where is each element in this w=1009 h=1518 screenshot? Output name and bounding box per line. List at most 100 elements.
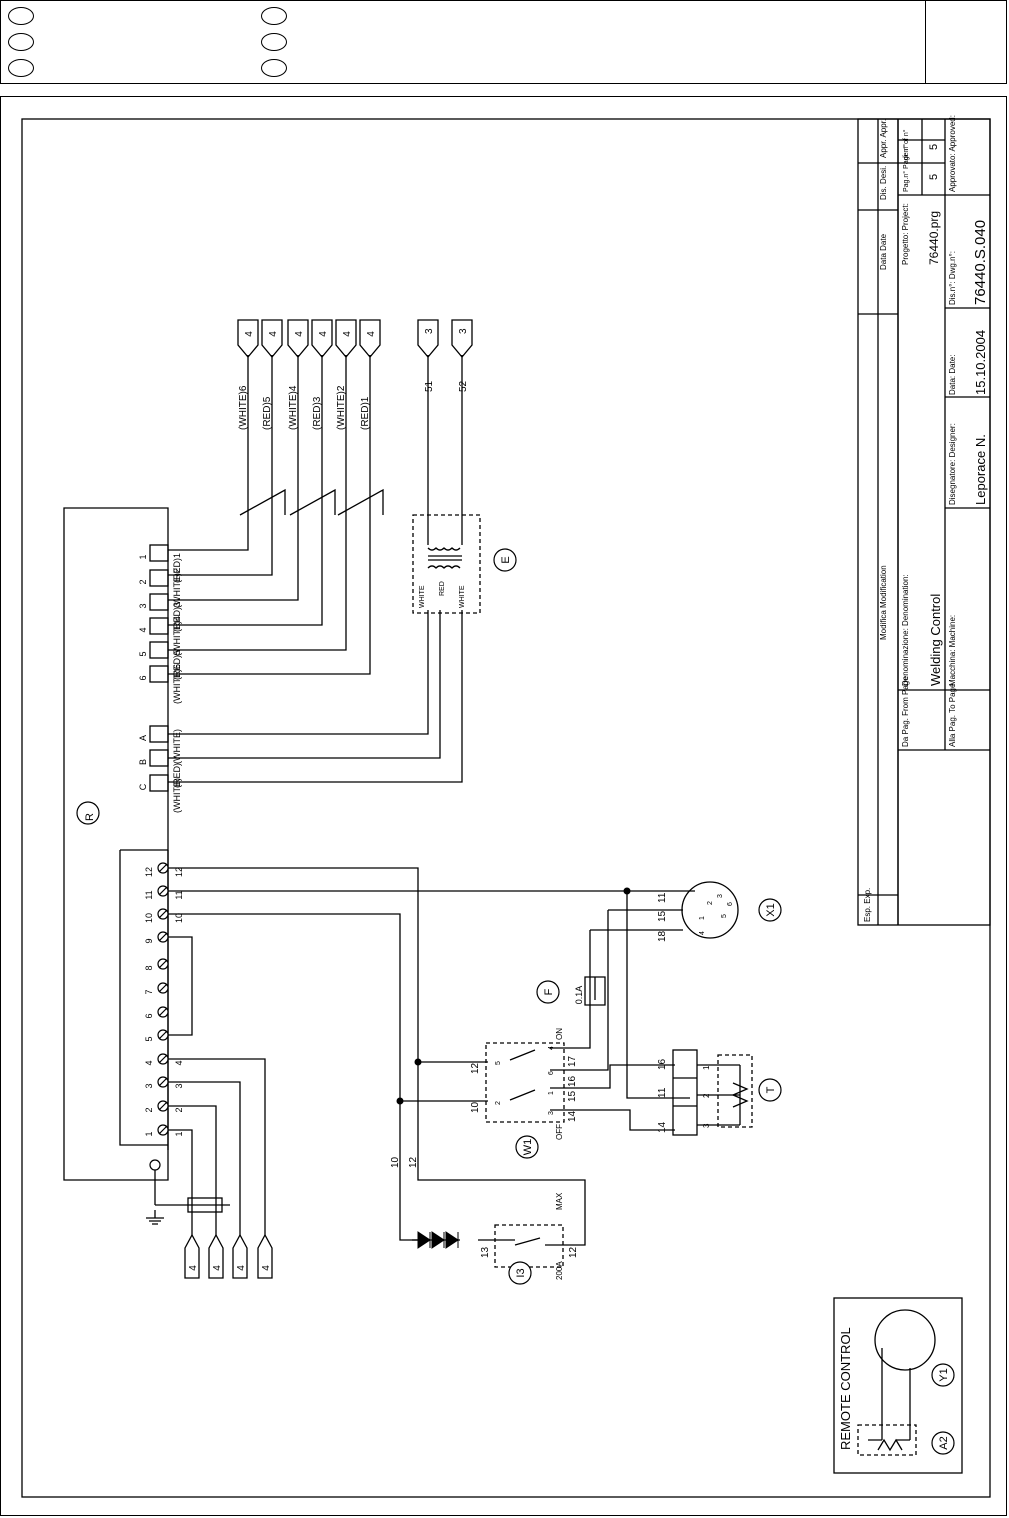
switch-i3-min: 200A — [555, 1261, 564, 1280]
terminal-screw-slot — [158, 909, 168, 919]
tb-alla-pag: Alla Pag. To Page — [948, 683, 957, 747]
ref-x1-label: X1 — [765, 903, 777, 916]
left-connector-ref: 4 — [261, 1265, 272, 1271]
remote-control-box — [833, 1297, 963, 1474]
terminal-wire-number: 1 — [174, 1131, 184, 1136]
junction-dot — [623, 887, 631, 895]
pot-board-terminal-id: A — [138, 735, 148, 741]
terminal-screws — [157, 862, 169, 1136]
tb-disegnatore: Leporace N. — [973, 434, 988, 505]
switch-w1-on: ON — [555, 1028, 564, 1040]
wire-label-10: 10 — [390, 1156, 401, 1168]
terminal-screw-slot — [158, 1125, 168, 1135]
socket-x1 — [681, 881, 739, 939]
switch-w1-levers — [509, 1049, 536, 1101]
w1-wire: 12 — [470, 1062, 481, 1074]
w1-contact: 1 — [548, 1091, 555, 1095]
transformer-winding: RED — [439, 581, 446, 596]
ref-ring-e — [493, 548, 517, 572]
switch-i3-lever — [478, 1237, 560, 1246]
left-connector-ref: 4 — [188, 1265, 199, 1271]
ref-ring-y1 — [931, 1363, 955, 1387]
x1-wire: 15 — [657, 910, 668, 922]
pot-board-wire-label: (RED) — [172, 763, 182, 788]
ref-ring-t — [758, 1078, 782, 1102]
diode — [417, 1231, 431, 1249]
transformer-output-51: 51 — [424, 380, 435, 392]
flag-page-ref: 3 — [458, 328, 469, 334]
flag-page-ref: 3 — [424, 328, 435, 334]
terminal-wire-number: 10 — [174, 913, 184, 923]
inner-frame — [21, 118, 991, 1498]
off-page-ref: 4 — [244, 331, 255, 337]
ref-r-label: R — [84, 813, 96, 821]
wire-color-label: (WHITE)4 — [288, 385, 299, 430]
tb-progetto-label: Progetto: Project: — [901, 203, 910, 265]
switch-w1-box — [485, 1042, 565, 1123]
terminal-wire-number: 11 — [174, 890, 184, 899]
tb-esp: Esp. Exp. — [863, 888, 872, 922]
terminal-screw-slot — [158, 863, 168, 873]
wire-color-label: (WHITE)2 — [336, 385, 347, 430]
w1-wire: 16 — [567, 1075, 578, 1087]
transformer-winding: WHITE — [459, 585, 466, 608]
x1-pin: 6 — [727, 902, 734, 906]
pot-board-wire-label: (WHITE) — [172, 778, 182, 813]
tb-macchina-label: Macchina: Machine: — [948, 615, 957, 686]
off-page-ref: 4 — [318, 331, 329, 337]
terminal-number: 12 — [144, 867, 154, 877]
terminal-wire-number: 3 — [174, 1083, 184, 1088]
ref-ring-x1 — [758, 898, 782, 922]
terminal-number: 7 — [144, 989, 154, 994]
pot-board-wire-label: (WHITE)2 — [172, 568, 182, 608]
header-strip — [0, 0, 1007, 84]
terminal-screw-slot — [158, 959, 168, 969]
i3-wire-13: 13 — [480, 1246, 491, 1258]
tb-data: Data Date — [879, 233, 888, 270]
tb-dis-n: 76440.S.040 — [972, 220, 989, 305]
remote-wires — [868, 1348, 911, 1441]
tb-progetto: 76440.prg — [927, 211, 941, 265]
earth-ring — [149, 1159, 161, 1171]
tb-appr: Appr. Appr. — [879, 119, 888, 158]
diode — [431, 1231, 445, 1249]
terminal-number: 4 — [144, 1060, 154, 1065]
fuse-rating: 0.1A — [574, 986, 584, 1005]
wire-label-12: 12 — [408, 1156, 419, 1168]
tb-pag: 5 — [928, 174, 940, 180]
pot-board-terminal-id: B — [138, 759, 148, 765]
transformer-primary — [427, 547, 461, 551]
terminal-screw-slot — [158, 1030, 168, 1040]
header-divider — [925, 1, 926, 84]
pot-board-terminal-id: 2 — [138, 579, 148, 584]
terminal-wire-number: 4 — [174, 1060, 184, 1065]
revision-oval — [8, 59, 34, 77]
pot-board-wire-label: (WHITE)4 — [172, 616, 182, 656]
tb-data2: 15.10.2004 — [973, 330, 988, 395]
tb-pag-label: Pag.n° Page n° — [902, 144, 910, 192]
tb-approvato-label: Approvato: Approved: — [948, 115, 957, 192]
tb-dis-n-label: Dis.n°: Dwg.n°: — [948, 251, 957, 305]
terminal-number: 6 — [144, 1013, 154, 1018]
title-block-text: Esp. Exp. Modifica Modification Data Dat… — [863, 115, 989, 922]
left-connector-ref: 4 — [212, 1265, 223, 1271]
off-page-ref: 4 — [294, 331, 305, 337]
switch-w1-off: OFF — [555, 1124, 564, 1140]
w1-contact: 6 — [548, 1071, 555, 1075]
terminal-number: 3 — [144, 1083, 154, 1088]
pot-board-terminal-id: 3 — [138, 603, 148, 608]
off-page-ref: 4 — [366, 331, 377, 337]
ref-ring-f — [536, 980, 560, 1004]
revision-oval — [261, 33, 287, 51]
w1-contact: 3 — [548, 1111, 555, 1115]
terminal-screw-slot — [158, 1077, 168, 1087]
t-wire: 14 — [657, 1121, 668, 1133]
w1-wire: 10 — [470, 1101, 481, 1113]
generated-labels: 1(RED)12(WHITE)23(RED)34(WHITE)45(RED)56… — [138, 331, 734, 1271]
i3-wire-12: 12 — [568, 1246, 579, 1258]
t-pin: 3 — [702, 1123, 711, 1128]
w1-wire: 17 — [567, 1055, 578, 1067]
drawing-sheet — [0, 96, 1007, 1516]
tb-disegnatore-label: Disegnatore: Designer: — [948, 423, 957, 505]
